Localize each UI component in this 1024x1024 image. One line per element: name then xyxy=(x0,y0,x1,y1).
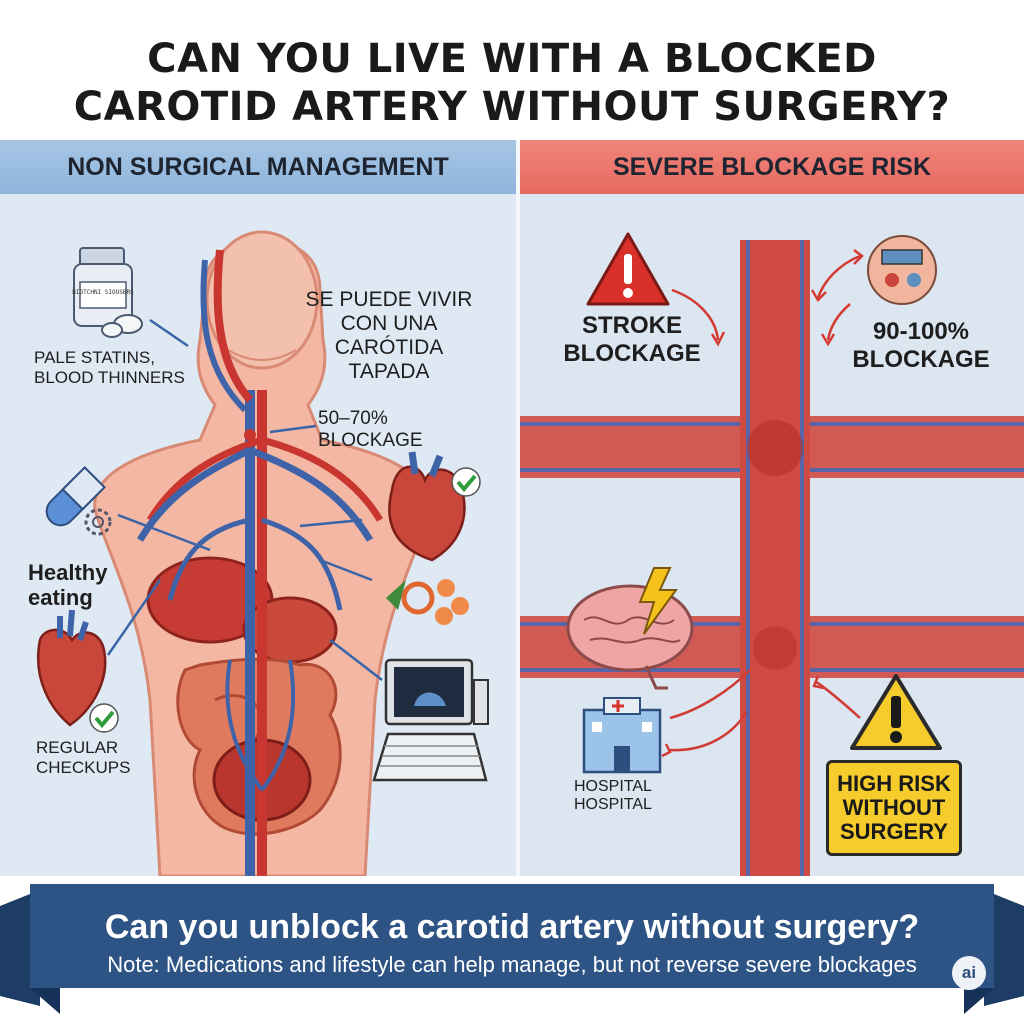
pill-bottle-icon xyxy=(73,247,143,338)
severe-blockage-label: 90-100% BLOCKAGE xyxy=(852,318,990,373)
warning-icon xyxy=(586,232,670,306)
capsule-icon xyxy=(45,466,106,527)
panel-divider xyxy=(516,140,520,876)
moderate-blockage-label: 50–70% BLOCKAGE xyxy=(318,408,423,451)
check-icon-right xyxy=(451,467,481,497)
artery-illustration xyxy=(520,232,1024,876)
stroke-label: STROKE BLOCKAGE xyxy=(563,312,701,367)
medical-scene-icon xyxy=(867,235,937,305)
lightning-icon xyxy=(638,567,678,635)
pointer-lines xyxy=(106,318,383,681)
banner-question: Can you unblock a carotid artery without… xyxy=(104,908,920,946)
heart-icon xyxy=(36,609,107,727)
vegetable-icon xyxy=(386,579,469,625)
hospital-label: HOSPITAL HOSPITAL xyxy=(574,778,652,814)
title-line-2: CAROTID ARTERY WITHOUT SURGERY? xyxy=(73,84,951,130)
healthy-eating-label: Healthy eating xyxy=(28,560,108,611)
caution-icon xyxy=(850,674,942,750)
page-title: CAN YOU LIVE WITH A BLOCKED CAROTID ARTE… xyxy=(0,0,1024,140)
ai-badge: ai xyxy=(952,956,986,990)
banner-note: Note: Medications and lifestyle can help… xyxy=(107,952,917,977)
non-surgical-header: NON SURGICAL MANAGEMENT xyxy=(0,140,516,194)
check-icon xyxy=(89,703,119,733)
risk-arrows xyxy=(661,249,864,758)
spanish-caption: SE PUEDE VIVIR CON UNA CARÓTIDA TAPADA xyxy=(305,288,473,384)
ribbon-shape xyxy=(0,884,1024,1014)
title-line-1: CAN YOU LIVE WITH A BLOCKED xyxy=(147,36,877,82)
statins-label: PALE STATINS, BLOOD THINNERS xyxy=(34,348,185,387)
hospital-icon xyxy=(582,697,662,774)
regular-checkups-label: REGULAR CHECKUPS xyxy=(36,738,131,777)
bottom-banner: Can you unblock a carotid artery without… xyxy=(0,876,1024,1024)
body-illustration: BIOTCHNI SIOUSBRS xyxy=(36,230,489,876)
non-surgical-panel: NON SURGICAL MANAGEMENT xyxy=(0,140,516,876)
severe-risk-header: SEVERE BLOCKAGE RISK xyxy=(520,140,1024,194)
pill-bottle-text-1: BIOTCHNI SIOUSBRS xyxy=(72,289,134,296)
severe-risk-panel: SEVERE BLOCKAGE RISK xyxy=(520,140,1024,876)
gear-icon xyxy=(84,508,112,536)
high-risk-box: HIGH RISK WITHOUT SURGERY xyxy=(826,760,962,856)
ultrasound-monitor-icon xyxy=(372,658,489,782)
vascular-system xyxy=(136,249,384,876)
